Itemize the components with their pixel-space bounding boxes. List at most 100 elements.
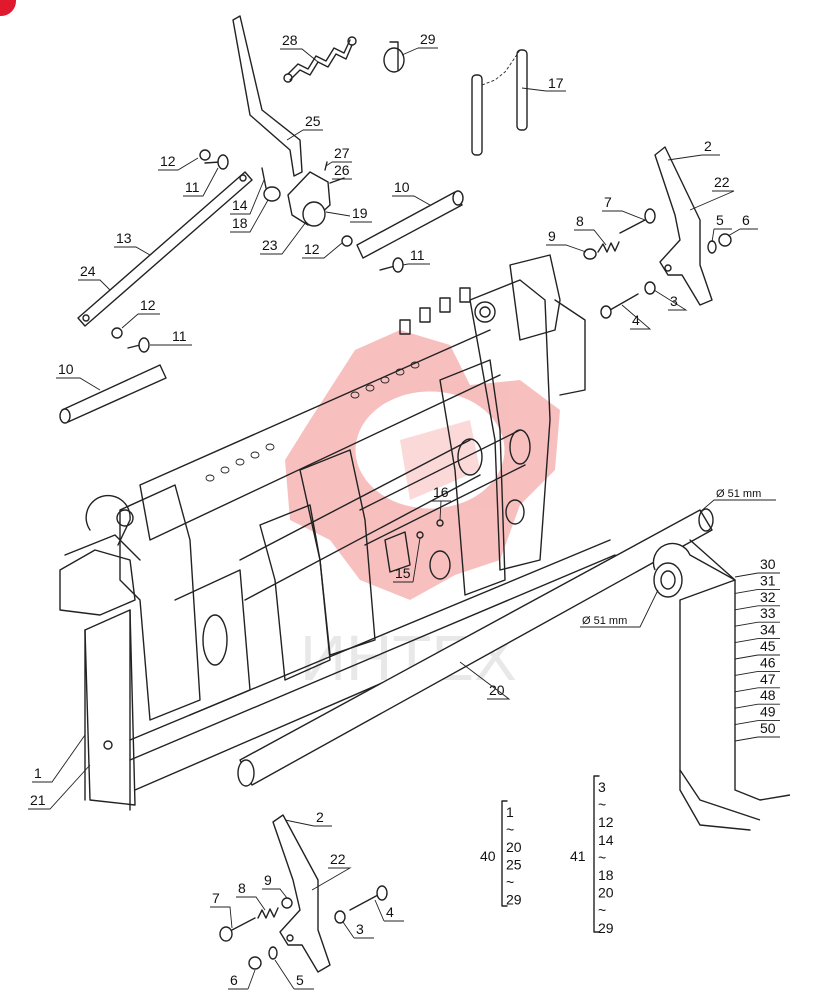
sleeve-9b bbox=[281, 897, 293, 909]
group41-item-7: ~ bbox=[598, 902, 606, 918]
variant-32: 32 bbox=[760, 589, 776, 605]
group40-item-2: 20 bbox=[506, 839, 522, 855]
main-frame bbox=[59, 254, 621, 811]
nut-6a bbox=[718, 233, 732, 247]
callout-10a: 10 bbox=[394, 179, 410, 195]
washer-5a bbox=[707, 240, 717, 254]
variant-34: 34 bbox=[760, 622, 776, 638]
callout-19: 19 bbox=[352, 205, 368, 221]
group41-item-8: 29 bbox=[598, 920, 614, 936]
group40-item-3: 25 bbox=[506, 857, 522, 873]
callout-4a: 4 bbox=[632, 312, 640, 328]
callout-8a: 8 bbox=[576, 213, 584, 229]
dimension-diameter-2: Ø 51 mm bbox=[582, 615, 627, 627]
variant-49: 49 bbox=[760, 704, 776, 720]
callout-12c: 12 bbox=[140, 297, 156, 313]
callout-10b: 10 bbox=[58, 361, 74, 377]
callout-22a: 22 bbox=[714, 174, 730, 190]
dimension-diameter-1: Ø 51 mm bbox=[716, 488, 761, 500]
callout-15: 15 bbox=[395, 565, 411, 581]
callout-5b: 5 bbox=[296, 972, 304, 988]
bolt-4a bbox=[600, 293, 639, 319]
group41-item-6: 20 bbox=[598, 885, 614, 901]
group40-item-0: 1 bbox=[506, 804, 514, 820]
rod-20 bbox=[237, 508, 714, 787]
callout-21: 21 bbox=[30, 792, 46, 808]
bolt-11b bbox=[379, 257, 404, 273]
callout-11b: 11 bbox=[410, 247, 425, 263]
variant-46: 46 bbox=[760, 654, 776, 670]
callout-6a: 6 bbox=[742, 212, 750, 228]
group40-item-5: 29 bbox=[506, 892, 522, 908]
bushing-3b bbox=[334, 910, 346, 924]
clip-29 bbox=[383, 41, 405, 73]
callout-9a: 9 bbox=[548, 228, 556, 244]
flat-bar-13-24 bbox=[77, 171, 253, 327]
group41-item-5: 18 bbox=[598, 867, 614, 883]
variant-48: 48 bbox=[760, 687, 776, 703]
bushing-3a bbox=[644, 281, 656, 295]
callout-6b: 6 bbox=[230, 972, 238, 988]
callout-12a: 12 bbox=[160, 153, 176, 169]
nut-12b bbox=[341, 235, 353, 247]
pin-10a bbox=[356, 190, 464, 259]
group41-item-4: ~ bbox=[598, 849, 606, 865]
cam-19-23 bbox=[287, 171, 331, 227]
group-40-label: 40 bbox=[480, 848, 496, 864]
nut-6b bbox=[248, 956, 262, 970]
callout-14: 14 bbox=[232, 197, 248, 213]
callouts: 28 29 17 25 12 11 27 26 10 14 18 19 bbox=[28, 31, 776, 990]
callout-27: 27 bbox=[334, 145, 350, 161]
callout-26: 26 bbox=[334, 162, 350, 178]
callout-7b: 7 bbox=[212, 890, 220, 906]
pin-14 bbox=[261, 167, 267, 189]
variant-45: 45 bbox=[760, 638, 776, 654]
latch-lower-2-22 bbox=[272, 814, 331, 973]
sleeve-9a bbox=[583, 248, 597, 260]
callout-11a: 11 bbox=[185, 179, 200, 195]
callout-23: 23 bbox=[262, 237, 278, 253]
callout-17: 17 bbox=[548, 75, 564, 91]
callout-4b: 4 bbox=[386, 904, 394, 920]
callout-2a: 2 bbox=[704, 138, 712, 154]
group41-item-2: 12 bbox=[598, 814, 614, 830]
variant-47: 47 bbox=[760, 671, 776, 687]
spring-28 bbox=[283, 36, 357, 83]
callout-28: 28 bbox=[282, 32, 298, 48]
upper-bar-holes bbox=[205, 361, 420, 482]
lever-25 bbox=[232, 15, 303, 177]
callout-16: 16 bbox=[433, 484, 449, 500]
latch-upper-2-22 bbox=[654, 146, 713, 306]
variant-31: 31 bbox=[760, 572, 776, 588]
group41-item-0: 3 bbox=[598, 779, 606, 795]
callout-3a: 3 bbox=[670, 293, 678, 309]
callout-11c: 11 bbox=[172, 328, 187, 344]
pin-10b bbox=[59, 364, 167, 424]
variant-30: 30 bbox=[760, 556, 776, 572]
bolt-11a bbox=[204, 154, 229, 170]
washer-5b bbox=[268, 946, 278, 960]
callout-22b: 22 bbox=[330, 851, 346, 867]
callout-13: 13 bbox=[116, 230, 132, 246]
callout-8b: 8 bbox=[238, 880, 246, 896]
callout-18: 18 bbox=[232, 215, 248, 231]
bolt-11c bbox=[127, 337, 150, 353]
callout-29: 29 bbox=[420, 31, 436, 47]
group41-item-1: ~ bbox=[598, 797, 606, 813]
callout-2b: 2 bbox=[316, 809, 324, 825]
callout-3b: 3 bbox=[356, 921, 364, 937]
group-41-label: 41 bbox=[570, 848, 586, 864]
fork-tine bbox=[652, 539, 791, 831]
callout-5a: 5 bbox=[716, 212, 724, 228]
spring-8a bbox=[597, 241, 620, 253]
variant-33: 33 bbox=[760, 605, 776, 621]
variant-50: 50 bbox=[760, 720, 776, 736]
group41-item-3: 14 bbox=[598, 832, 614, 848]
callout-12b: 12 bbox=[304, 241, 320, 257]
pins-17 bbox=[471, 49, 528, 156]
